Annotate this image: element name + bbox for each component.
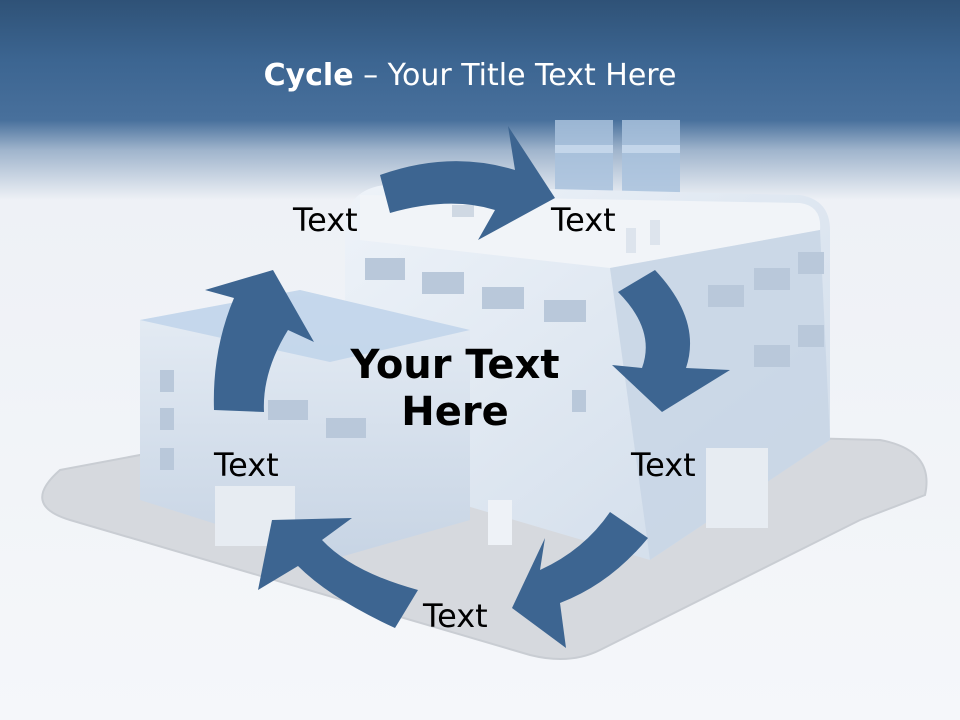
low-building [140,290,586,560]
cycle-label-3: Text [631,446,696,484]
slide-title: Cycle – Your Title Text Here [0,52,940,100]
cycle-label-1: Text [293,201,358,239]
title-rest: – Your Title Text Here [353,58,677,93]
curved-arrow-icon [512,512,648,648]
cycle-label-2: Text [551,201,616,239]
cycle-arrows [205,126,730,648]
center-text: Your Text Here [350,342,560,435]
curved-arrow-icon [205,270,314,412]
curved-arrow-icon [258,518,418,628]
cycle-label-5: Text [214,446,279,484]
title-bold: Cycle [263,58,354,93]
cycle-label-4: Text [423,597,488,635]
curved-arrow-icon [380,126,555,240]
curved-arrow-icon [612,270,730,412]
smokestacks [555,120,680,200]
